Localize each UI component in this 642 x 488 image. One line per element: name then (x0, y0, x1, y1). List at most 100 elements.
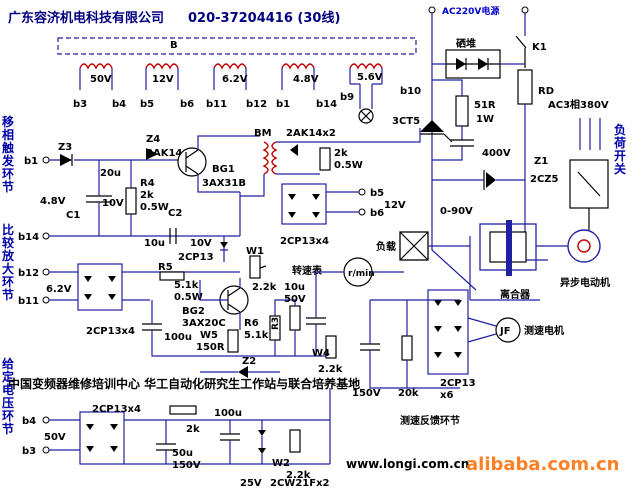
terminal-b3: b3 (73, 99, 87, 110)
diode-z1 (486, 172, 496, 188)
speed-bridge: 2CP13 (440, 378, 476, 389)
pot-w1 (249, 255, 261, 279)
winding-6v2: 6.2V (222, 74, 248, 85)
v090-label: 0-90V (440, 206, 473, 217)
z4-label: Z4 (146, 134, 160, 145)
terminal-b1-in (42, 156, 50, 164)
compare-section-label: 比较放大环节 (1, 222, 15, 302)
z3-label: Z3 (58, 142, 72, 153)
given-50v: 50V (44, 432, 66, 443)
resistor-2k (319, 147, 331, 171)
z1-part-label: 2CZ5 (530, 174, 559, 185)
cap-100u (142, 323, 162, 331)
trigger-section-label: 移相触发环节 (1, 114, 15, 194)
resistor-r4 (125, 187, 137, 215)
w4-label: W4 (312, 348, 330, 359)
load-switch-label: 负荷开关 (613, 122, 626, 176)
compare-bridge-label: 2CP13x4 (86, 326, 135, 337)
w4-value: 2.2k (318, 364, 343, 375)
r5-value: 5.1k (174, 280, 199, 291)
terminal-b9: b9 (340, 92, 354, 103)
speed-c50v: 50V (284, 294, 306, 305)
bridge-2cp13x6 (427, 289, 469, 375)
transformer-windings (79, 63, 383, 124)
winding-4v8: 4.8V (293, 74, 319, 85)
compare-b11: b11 (18, 296, 39, 307)
r6-label: R6 (244, 318, 259, 329)
r4-watt: 0.5W (140, 202, 169, 213)
transistor-bg1 (177, 147, 207, 177)
c2-label: C2 (168, 208, 182, 219)
given-b4: b4 (22, 416, 36, 427)
resistor-51r (455, 95, 469, 127)
z2-label: Z2 (242, 356, 256, 367)
w5-value: 150R (196, 342, 225, 353)
footer-site: www.longi.com.cn (346, 457, 469, 471)
fuse-rd (517, 69, 533, 105)
terminal-b11: b11 (206, 99, 227, 110)
company-phone: 020-37204416 (30线) (188, 10, 340, 26)
given-2k: 2k (186, 424, 200, 435)
tach-motor-label: 测速电机 (524, 324, 564, 337)
diode-2ak14 (290, 144, 298, 156)
ac220-label: AC220V电源 (442, 5, 499, 17)
given-25v: 25V (240, 478, 262, 488)
company-name: 广东容济机电科技有限公司 (8, 10, 164, 26)
terminal-b14-in (42, 232, 50, 240)
winding-5v6: 5.6V (357, 72, 383, 83)
terminal-b3-in (42, 446, 50, 454)
footer-watermark: alibaba.com.cn (466, 454, 620, 475)
ac220-terminal (428, 6, 436, 14)
given-zener: 2CW21Fx2 (270, 478, 330, 488)
speed-section-label: 测速反馈环节 (400, 414, 460, 427)
training-text: 中国变频器维修培训中心 华工自动化研究生工作站与联合培养基地 (8, 376, 360, 391)
bridge-compare (77, 263, 123, 311)
bg2-label: BG2 (182, 306, 205, 317)
z1-label: Z1 (534, 156, 548, 167)
c1-voltage: 4.8V (40, 196, 66, 207)
diode-z4 (146, 148, 158, 160)
terminal-b12-in (42, 268, 50, 276)
terminal-b6-in (358, 208, 366, 216)
cap-400v-label: 400V (482, 148, 511, 159)
pot-w4 (325, 335, 337, 359)
compare-c100u: 100u (164, 332, 192, 343)
r2k-value: 2k (334, 148, 348, 159)
speed-bridge-count: x6 (440, 390, 453, 401)
cap-150v (360, 343, 380, 351)
bg2-part: 3AX20C (182, 318, 226, 329)
w1-value: 2.2k (252, 282, 277, 293)
c1-cap-label: 20u (100, 168, 121, 179)
terminal-b4-in (42, 416, 50, 424)
given-c150v: 150V (172, 460, 201, 471)
rd-label: RD (538, 86, 554, 97)
trigger-b5: b5 (370, 188, 384, 199)
terminal-b10: b10 (400, 86, 421, 97)
c1-volt-label: 10V (102, 198, 124, 209)
cap-speed (306, 317, 326, 325)
terminal-b5-in (358, 188, 366, 196)
given-c100u: 100u (214, 408, 242, 419)
scr-label: 3CT5 (392, 116, 420, 127)
ac220-terminal-2 (521, 6, 529, 14)
speed-r20k: 20k (398, 388, 419, 399)
r4-label: R4 (140, 178, 155, 189)
terminal-b4: b4 (112, 99, 126, 110)
r51-watt-label: 1W (476, 114, 494, 125)
pot-2k (169, 405, 197, 415)
winding-12v: 12V (152, 74, 174, 85)
given-b3: b3 (22, 446, 36, 457)
rectifier-label: 硒堆 (456, 37, 476, 50)
z4-part: 2AK14 (146, 148, 182, 159)
jf-label: JF (499, 326, 511, 337)
tach-generator (495, 317, 521, 343)
r5-label: R5 (158, 262, 173, 273)
resistor-r3 (289, 305, 301, 331)
zener-z2 (238, 366, 248, 378)
scr-3ct5 (420, 120, 444, 132)
bridge1-label: 2CP13x4 (280, 236, 329, 247)
transformer-label: B (170, 40, 178, 51)
r6-value: 5.1k (244, 330, 269, 341)
diode2-label: 2AK14x2 (286, 128, 336, 139)
